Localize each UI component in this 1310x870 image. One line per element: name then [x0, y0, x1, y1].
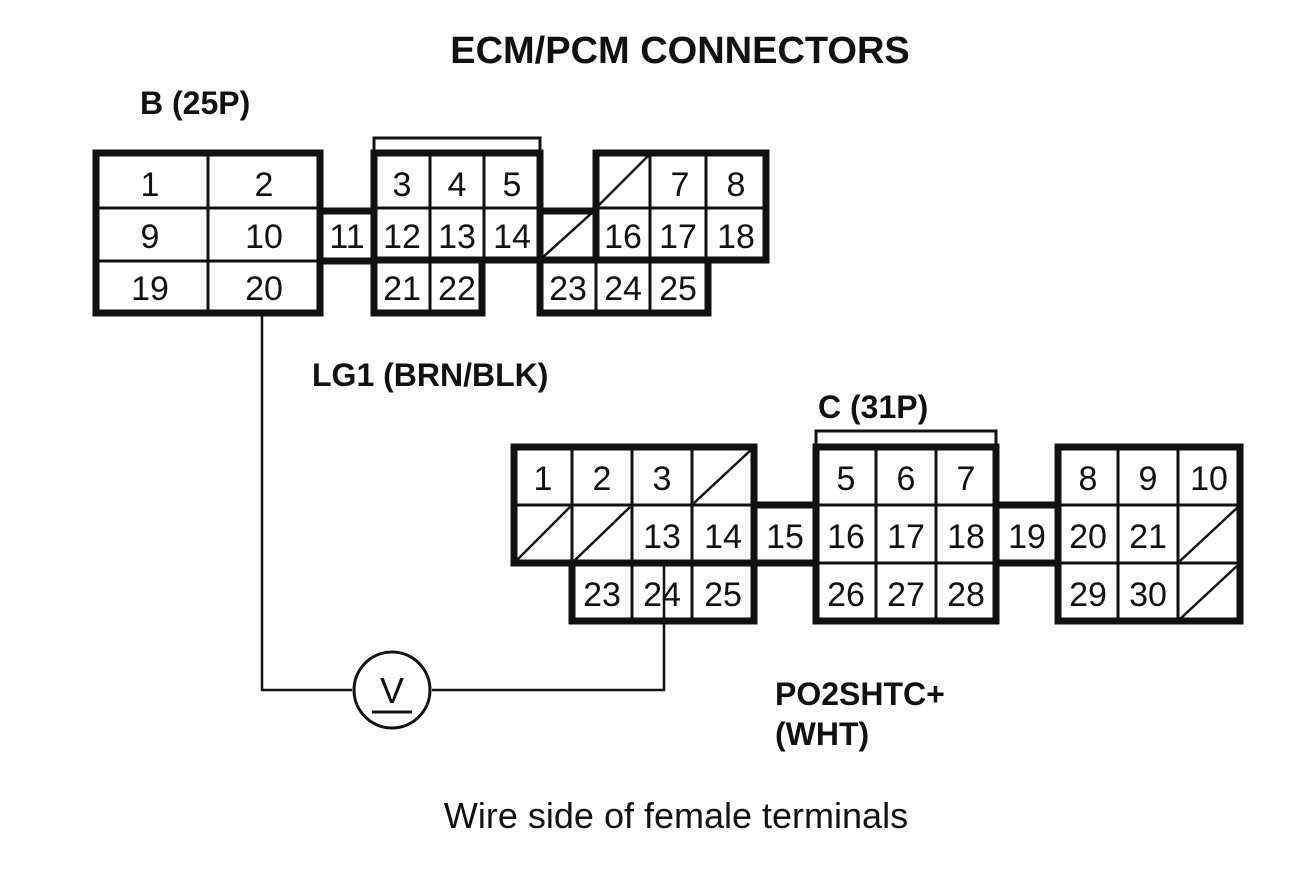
wire-c24-label-line2: (WHT)	[775, 716, 869, 752]
b-terminal-17: 17	[659, 218, 697, 256]
c-terminal-29: 29	[1069, 576, 1107, 614]
connector-c-lock-tab	[814, 429, 998, 447]
c-terminal-14: 14	[704, 518, 742, 556]
wire-b20-label: LG1 (BRN/BLK)	[312, 357, 548, 393]
c-terminal-7: 7	[957, 460, 976, 498]
b-terminal-16: 16	[604, 218, 642, 256]
wire-c24-label-line1: PO2SHTC+	[775, 676, 945, 712]
b-terminal-7: 7	[671, 166, 690, 204]
c-terminal-23: 23	[583, 576, 621, 614]
empty-cavity-slash	[597, 155, 649, 207]
connector-b-right-lower	[536, 256, 712, 317]
b-terminal-13: 13	[438, 218, 476, 256]
c-terminal-27: 27	[887, 576, 925, 614]
c-terminal-3: 3	[653, 460, 672, 498]
c-terminal-15: 15	[766, 518, 804, 556]
empty-cavity-slash	[1179, 564, 1239, 620]
c-terminal-10: 10	[1190, 460, 1228, 498]
empty-cavity-slash	[515, 506, 571, 562]
c-terminal-6: 6	[897, 460, 916, 498]
c-terminal-19: 19	[1008, 518, 1046, 556]
connector-c-label: C (31P)	[818, 389, 928, 425]
b-terminal-23: 23	[549, 270, 587, 308]
connector-b-label: B (25P)	[140, 85, 250, 121]
b-terminal-24: 24	[604, 270, 642, 308]
c-terminal-2: 2	[593, 460, 612, 498]
c-terminal-9: 9	[1139, 460, 1158, 498]
b-terminal-19: 19	[131, 270, 169, 308]
b-terminal-10: 10	[245, 218, 283, 256]
diagram-caption: Wire side of female terminals	[444, 795, 908, 836]
connector-c-middle-block	[812, 443, 1000, 625]
empty-cavity-slash	[541, 210, 595, 259]
empty-cavity-slash	[693, 448, 753, 504]
c-terminal-28: 28	[947, 576, 985, 614]
connector-c-right-block	[1054, 443, 1244, 625]
b-terminal-9: 9	[141, 218, 160, 256]
c-terminal-30: 30	[1129, 576, 1167, 614]
empty-cavity-slash	[1179, 506, 1239, 562]
b-terminal-25: 25	[659, 270, 697, 308]
b-terminal-4: 4	[448, 166, 467, 204]
c-terminal-24: 24	[643, 576, 681, 614]
c-terminal-25: 25	[704, 576, 742, 614]
voltmeter-symbol	[352, 650, 432, 730]
connector-b-middle-lower	[370, 256, 486, 317]
diagram-title: ECM/PCM CONNECTORS	[450, 30, 910, 72]
voltmeter-circuit: V	[260, 313, 666, 730]
c-terminal-1: 1	[534, 460, 553, 498]
c-terminal-13: 13	[643, 518, 681, 556]
connector-b-lock-tab	[372, 136, 542, 153]
b-terminal-11: 11	[329, 218, 364, 256]
wire-c24-to-meter	[432, 566, 666, 692]
c-terminal-18: 18	[947, 518, 985, 556]
c-terminal-26: 26	[827, 576, 865, 614]
c-terminal-20: 20	[1069, 518, 1107, 556]
b-terminal-1: 1	[141, 166, 160, 204]
b-terminal-14: 14	[493, 218, 531, 256]
b-terminal-22: 22	[438, 270, 476, 308]
c-terminal-21: 21	[1129, 518, 1167, 556]
empty-cavity-slash	[573, 506, 631, 562]
c-terminal-5: 5	[837, 460, 856, 498]
wire-b20-to-meter	[260, 313, 352, 692]
voltmeter-letter: V	[380, 670, 404, 711]
c-terminal-8: 8	[1079, 460, 1098, 498]
b-terminal-20: 20	[245, 270, 283, 308]
b-terminal-12: 12	[383, 218, 421, 256]
connector-c: 1 2 3 13 14 23 24 25 15 5 6 7 16 17 18 2…	[510, 429, 1244, 625]
b-terminal-18: 18	[717, 218, 755, 256]
b-terminal-8: 8	[727, 166, 746, 204]
b-terminal-5: 5	[503, 166, 522, 204]
b-terminal-21: 21	[383, 270, 421, 308]
c-terminal-17: 17	[887, 518, 925, 556]
b-terminal-3: 3	[393, 166, 412, 204]
c-terminal-16: 16	[827, 518, 865, 556]
connector-b: 1 2 9 10 19 20 11 3 4 5 12 13 14 21 22 7…	[92, 136, 770, 317]
b-terminal-2: 2	[255, 166, 274, 204]
